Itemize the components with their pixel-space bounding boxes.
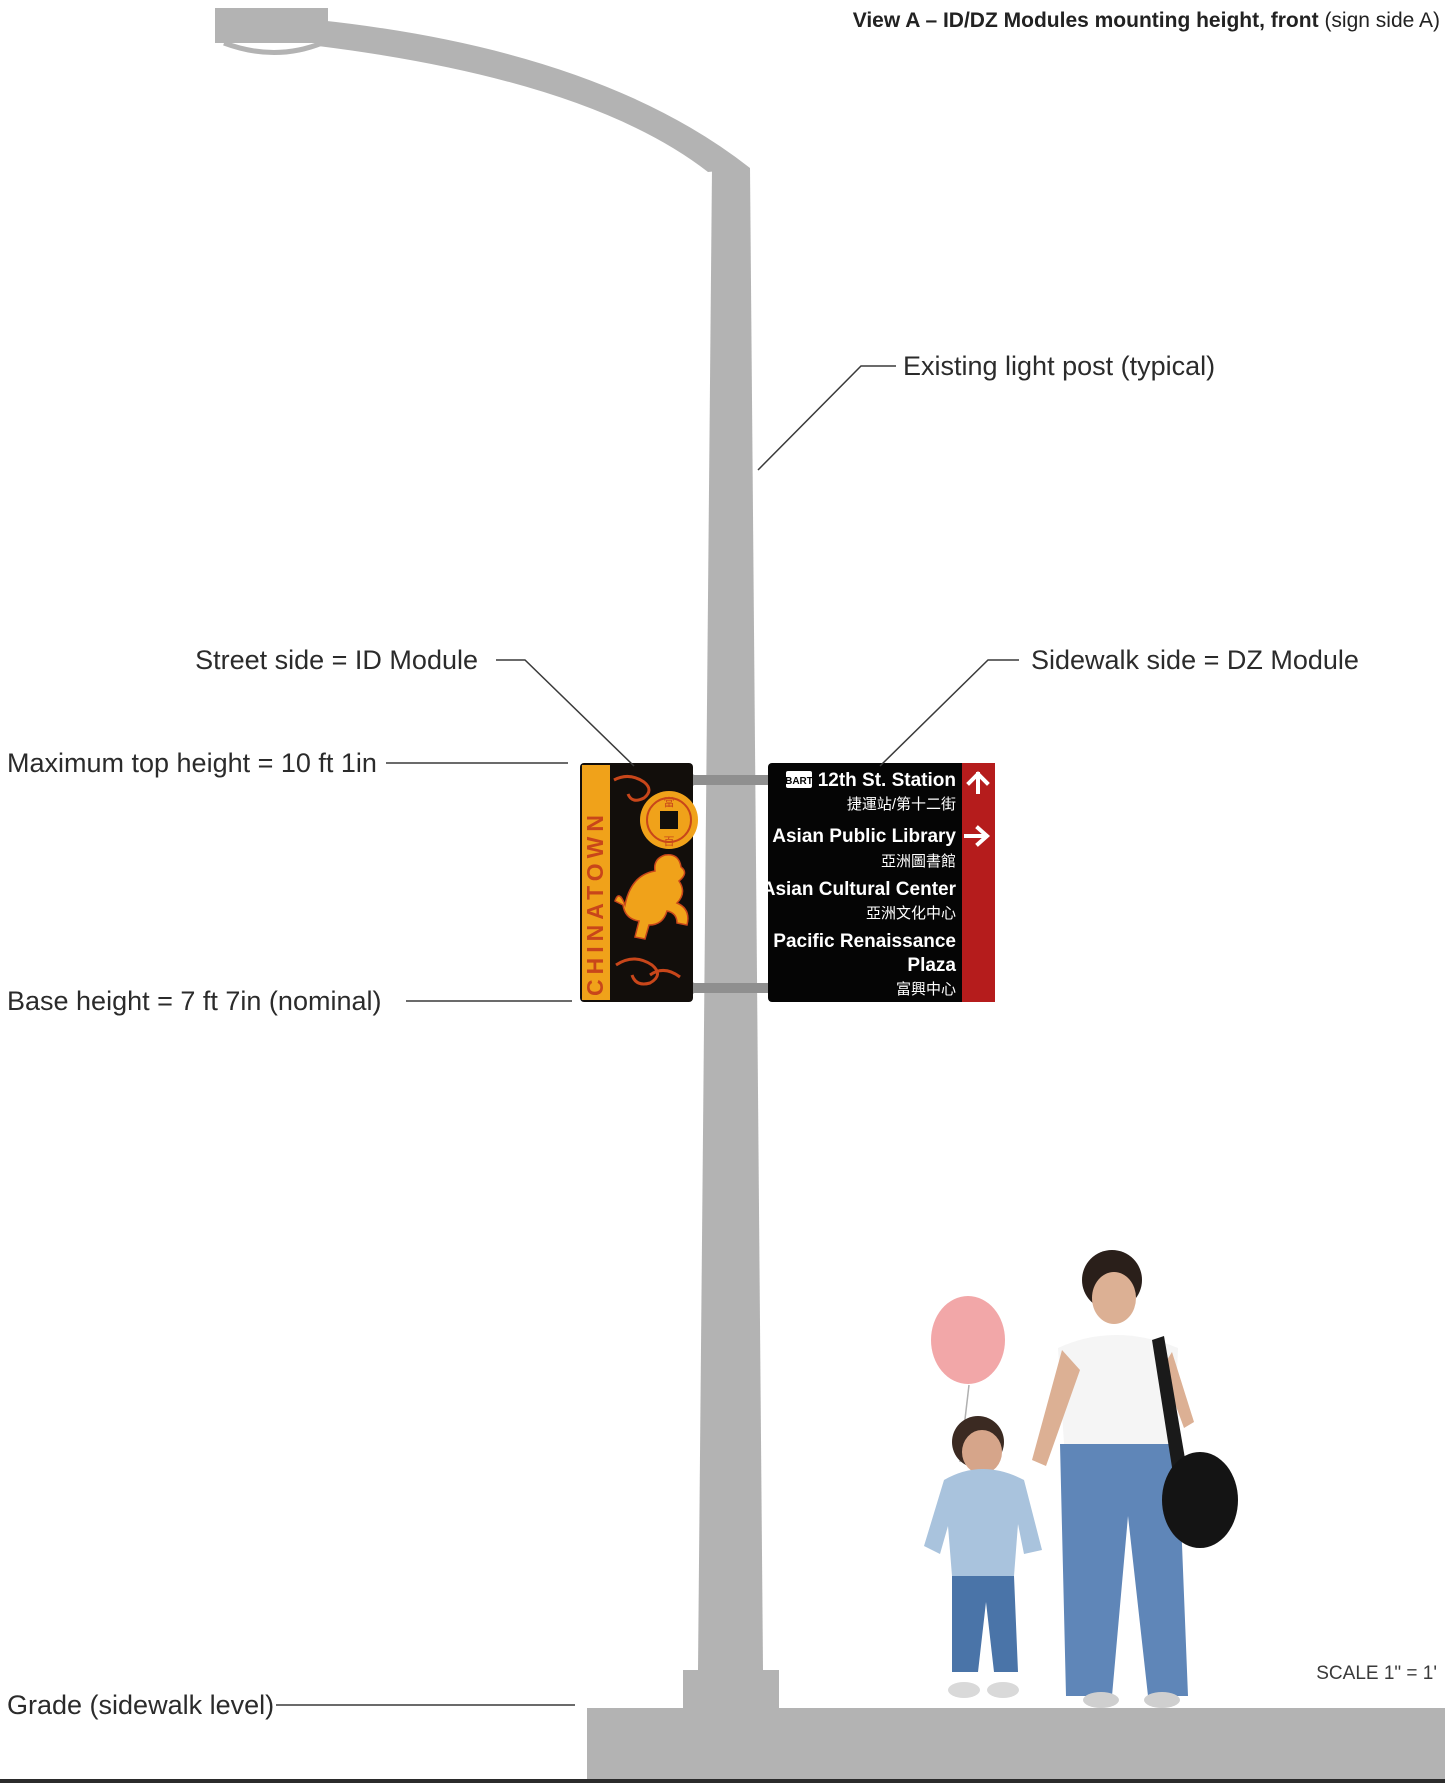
light-post-base: [683, 1670, 779, 1708]
luminaire-lens: [223, 40, 323, 55]
dest-4-chinese: 富興中心: [896, 980, 956, 998]
dest-1-chinese: 捷運站/第十二街: [847, 795, 956, 813]
balloon: [931, 1296, 1005, 1384]
bart-icon: [786, 771, 812, 788]
id-module-gold-band: [582, 765, 610, 1000]
dz-module-panel: [768, 763, 995, 1002]
light-post-callout: Existing light post (typical): [903, 351, 1215, 381]
view-title-light: (sign side A): [1324, 9, 1440, 32]
dz-module: BART 12th St. Station 捷運站/第十二街 Asian Pub…: [762, 763, 995, 1002]
coin-char-top: 當: [664, 796, 675, 809]
dest-1-name: 12th St. Station: [818, 770, 956, 791]
dz-module-arrow-band: [962, 763, 995, 1002]
dest-4-name: Pacific Renaissance: [773, 931, 956, 952]
lion-ornament: [614, 854, 689, 940]
scale-note: SCALE 1" = 1': [1316, 1663, 1437, 1684]
bottom-rule: [0, 1779, 1445, 1783]
child-figure: [924, 1416, 1042, 1698]
arrow-up-icon: [966, 771, 990, 794]
lower-bracket: [688, 983, 774, 993]
dest-2-name: Asian Public Library: [772, 826, 956, 847]
sidewalk-side-leader: [879, 659, 1019, 767]
street-side-leader: [496, 659, 635, 767]
light-post-arm: [318, 20, 750, 172]
view-title: View A – ID/DZ Modules mounting height, …: [853, 9, 1440, 32]
cloud-swirl-ornament: [613, 775, 681, 986]
sidewalk-side-callout: Sidewalk side = DZ Module: [1031, 645, 1359, 675]
id-module-label: CHINATOWN: [582, 810, 608, 996]
max-top-callout: Maximum top height = 10 ft 1in: [7, 748, 377, 778]
adult-figure: [1032, 1250, 1238, 1708]
luminaire-head: [215, 8, 328, 43]
dest-3-name: Asian Cultural Center: [762, 879, 957, 900]
coin-char-bottom: 百: [664, 835, 675, 848]
people-illustration: [924, 1250, 1238, 1708]
grade-callout: Grade (sidewalk level): [7, 1690, 274, 1720]
view-title-bold: View A – ID/DZ Modules mounting height, …: [853, 9, 1319, 32]
light-post-leader: [757, 365, 896, 471]
shoulder-bag: [1162, 1452, 1238, 1548]
light-post-shaft: [698, 168, 763, 1670]
base-height-callout: Base height = 7 ft 7in (nominal): [7, 986, 381, 1016]
dest-2-chinese: 亞洲圖書館: [881, 853, 956, 870]
sidewalk-slab: [587, 1708, 1445, 1783]
light-post: [215, 8, 779, 1708]
upper-bracket: [688, 775, 774, 785]
id-module: CHINATOWN 當 百: [580, 763, 698, 1002]
dest-3-chinese: 亞洲文化中心: [866, 905, 956, 922]
svg-text:BART: BART: [785, 776, 813, 787]
leader-lines: [276, 365, 1019, 1706]
street-side-callout: Street side = ID Module: [195, 645, 478, 675]
dest-4-name-line2: Plaza: [907, 955, 956, 976]
arrow-right-icon: [964, 825, 991, 847]
